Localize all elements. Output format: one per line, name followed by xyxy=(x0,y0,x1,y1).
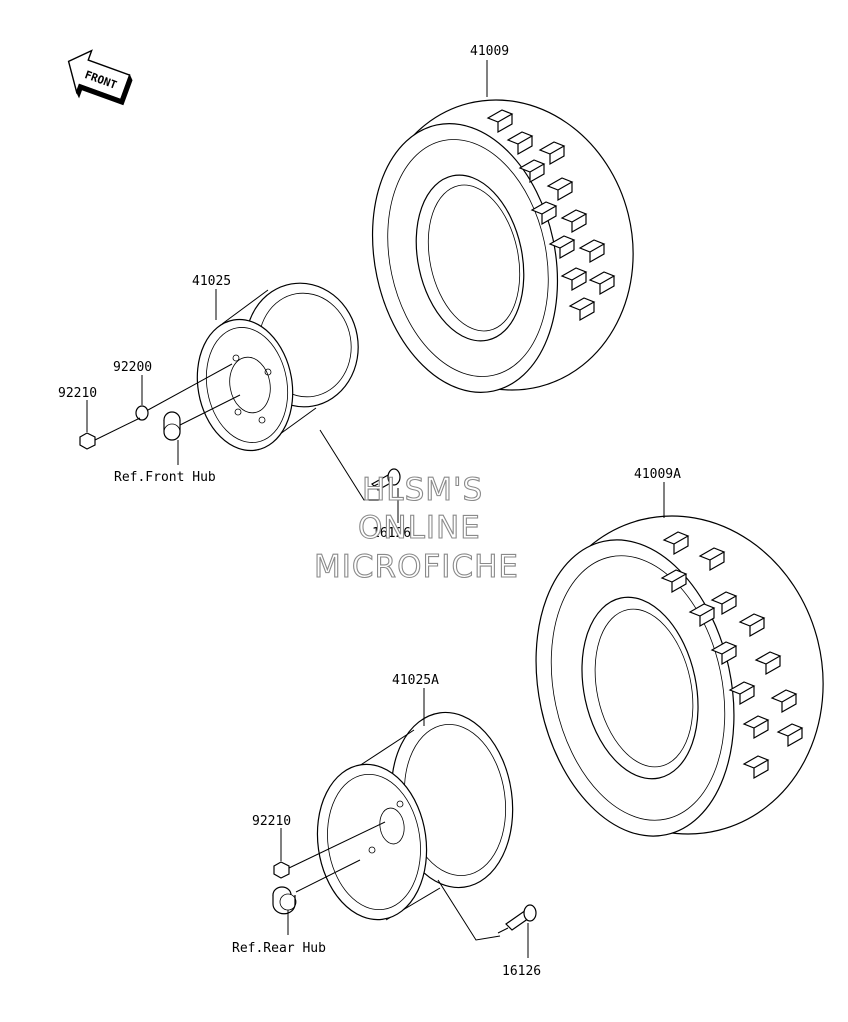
rear-nut-92210 xyxy=(273,861,290,879)
front-nut-92210 xyxy=(79,432,96,450)
label-front-valve: 16126 xyxy=(372,526,411,541)
front-direction-arrow: FRONT xyxy=(67,49,133,106)
watermark-line-1: HLSM'S xyxy=(362,472,483,508)
label-front-nut: 92210 xyxy=(58,386,97,401)
label-front-tire: 41009 xyxy=(470,44,509,59)
label-rear-nut: 92210 xyxy=(252,814,291,829)
rear-tire-41009a xyxy=(535,515,824,837)
label-front-washer: 92200 xyxy=(113,360,152,375)
label-front-wheel: 41025 xyxy=(192,274,231,289)
label-rear-tire: 41009A xyxy=(634,467,681,482)
label-rear-wheel: 41025A xyxy=(392,673,439,688)
watermark: HLSM'S ONLINE MICROFICHE xyxy=(313,471,519,585)
rear-hub-collar xyxy=(272,886,297,915)
label-rear-valve: 16126 xyxy=(502,964,541,979)
watermark-line-3: MICROFICHE xyxy=(314,549,519,585)
label-ref-rear-hub: Ref.Rear Hub xyxy=(232,941,326,956)
rear-wheel-41025a xyxy=(316,711,514,921)
label-ref-front-hub: Ref.Front Hub xyxy=(114,470,216,485)
front-valve-16126 xyxy=(367,468,401,491)
front-washer-92200 xyxy=(135,405,149,421)
rear-valve-16126 xyxy=(497,904,537,934)
front-tire-41009 xyxy=(371,99,634,393)
front-wheel-41025 xyxy=(196,282,359,452)
watermark-line-2: ONLINE xyxy=(358,510,481,546)
front-hub-collar xyxy=(163,411,181,441)
